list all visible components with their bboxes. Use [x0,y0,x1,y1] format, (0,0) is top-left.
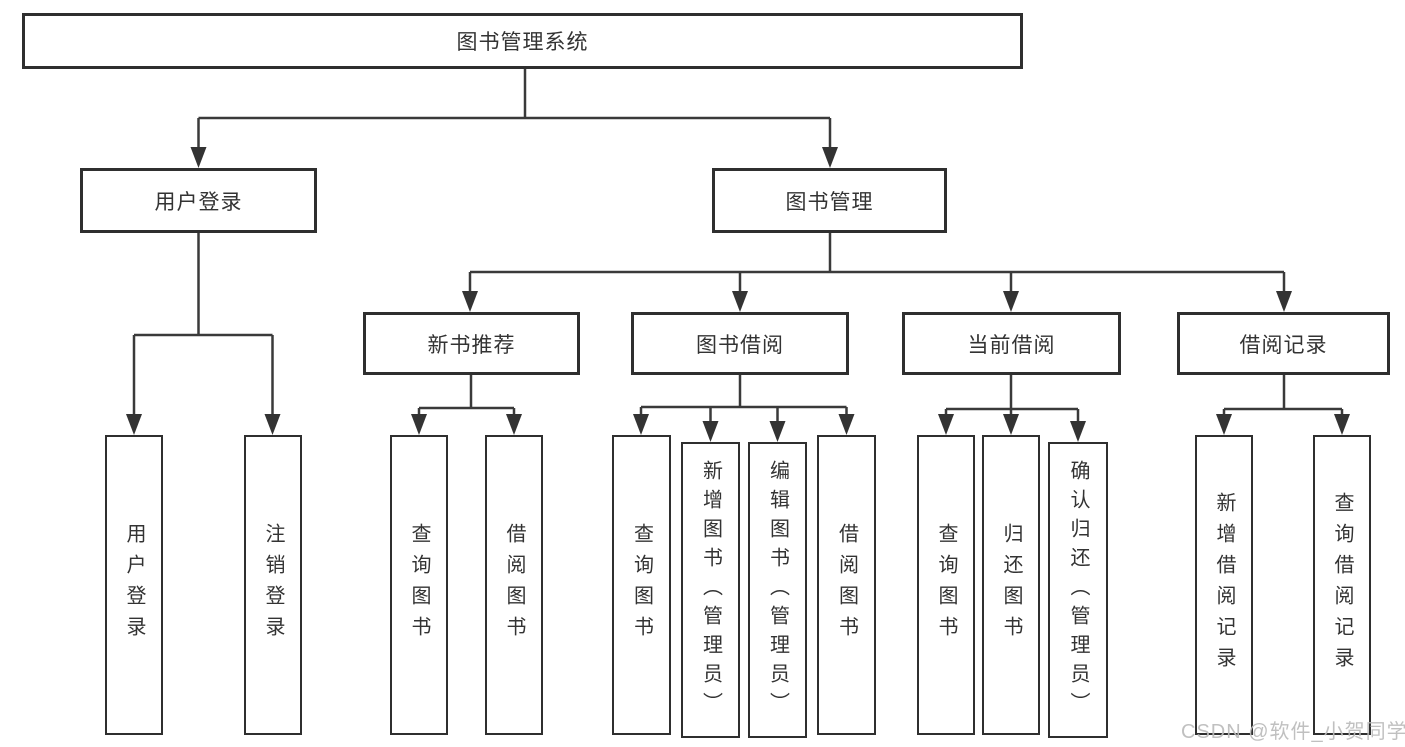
leaf-confirm-return-admin: 确认归还（管理员） [1048,442,1108,738]
node-book-management: 图书管理 [712,168,947,233]
leaf-edit-book-admin: 编辑图书（管理员） [748,442,807,738]
node-current-borrowing: 当前借阅 [902,312,1121,375]
leaf-logout: 注销登录 [244,435,302,735]
node-user-login: 用户登录 [80,168,317,233]
leaf-add-borrow-record: 新增借阅记录 [1195,435,1253,735]
leaf-borrow-books-borrowing: 借阅图书 [817,435,876,735]
leaf-query-borrow-record: 查询借阅记录 [1313,435,1371,735]
leaf-query-books-borrowing: 查询图书 [612,435,671,735]
node-borrowing-records: 借阅记录 [1177,312,1390,375]
node-library-system: 图书管理系统 [22,13,1023,69]
leaf-return-books: 归还图书 [982,435,1040,735]
leaf-borrow-books-recommend: 借阅图书 [485,435,543,735]
leaf-query-books-recommend: 查询图书 [390,435,448,735]
node-book-borrowing: 图书借阅 [631,312,849,375]
csdn-watermark: CSDN @软件_小贺同学 [1181,721,1405,743]
leaf-query-books-current: 查询图书 [917,435,975,735]
leaf-add-book-admin: 新增图书（管理员） [681,442,740,738]
leaf-user-login: 用户登录 [105,435,163,735]
node-new-book-recommend: 新书推荐 [363,312,580,375]
